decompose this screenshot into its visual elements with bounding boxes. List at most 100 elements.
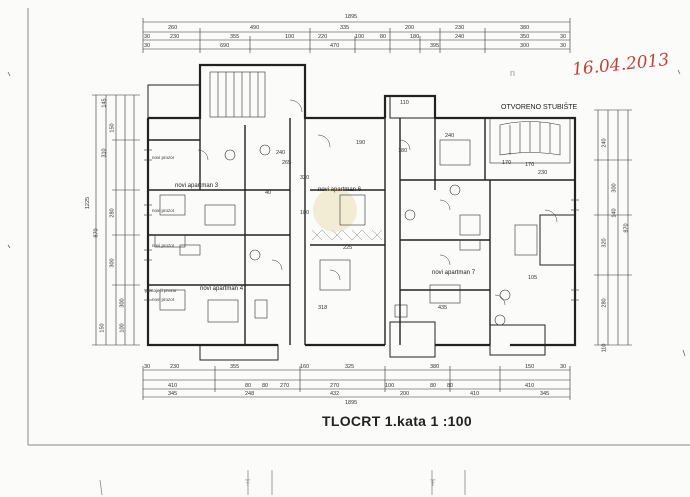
interior-walls xyxy=(148,118,575,345)
dimension-label: 180 xyxy=(398,148,408,154)
bottom-scan-marks xyxy=(99,470,466,496)
dimension-label: 110 xyxy=(601,343,608,353)
dimension-label: 230 xyxy=(170,34,180,40)
dimension-label: 870 xyxy=(623,223,630,233)
dimension-label: 300 xyxy=(119,298,126,308)
dimension-label: 80 xyxy=(447,383,454,389)
dimension-label: 200 xyxy=(400,391,410,397)
dimension-label: 150 xyxy=(109,123,116,133)
dimension-label: 490 xyxy=(250,25,260,31)
dimension-label: 380 xyxy=(430,364,440,370)
dimension-label: 325 xyxy=(345,364,355,370)
dimension-label: 30 xyxy=(144,34,151,40)
dimension-label: 150 xyxy=(99,323,106,333)
dimension-top-total: 1895 xyxy=(345,14,358,20)
apartment-7-label: novi apartman 7 xyxy=(432,270,476,276)
dimension-label: 30 xyxy=(144,43,151,49)
dimension-label: 690 xyxy=(220,43,230,49)
dimension-label: 345 xyxy=(168,391,178,397)
top-dimension-lines xyxy=(142,18,571,53)
dimension-label: 240 xyxy=(455,34,465,40)
dimension-label: 110 xyxy=(400,100,409,106)
dimension-label: 270 xyxy=(330,383,340,389)
dimension-label: 160 xyxy=(300,364,310,370)
dimension-label: 150 xyxy=(525,364,535,370)
dimension-label: 240 xyxy=(601,138,608,148)
dimension-label: 80 xyxy=(262,383,269,389)
corridor-hatching xyxy=(311,229,383,241)
open-staircase-label: OTVORENO STUBIŠTE xyxy=(501,104,578,111)
dimension-label: 335 xyxy=(340,25,350,31)
margin-ticks xyxy=(7,69,686,357)
dimension-label: 410 xyxy=(525,383,535,389)
scribble-mark: n xyxy=(510,68,516,78)
staircase-top xyxy=(209,71,266,118)
dimension-label: 345 xyxy=(540,391,550,397)
dimension-label: 248 xyxy=(245,391,255,397)
dimension-label: 432 xyxy=(330,391,340,397)
dimension-label: 350 xyxy=(520,34,530,40)
window-label: postojeći prozor xyxy=(145,288,177,293)
dimension-label: 80 xyxy=(380,34,387,40)
scribble-mark: Ŧ xyxy=(430,478,436,488)
window-label: novi prozor xyxy=(152,243,175,248)
left-dimension-lines xyxy=(92,94,140,346)
dimension-label: 100 xyxy=(300,210,310,216)
dimension-label: 280 xyxy=(601,298,608,308)
dimension-label: 240 xyxy=(276,150,286,156)
dimension-label: 318 xyxy=(318,305,328,311)
dimension-label: 225 xyxy=(343,245,353,251)
dimension-label: 180 xyxy=(410,34,420,40)
dimension-label: 265 xyxy=(282,160,292,166)
apartment-3-label: novi apartman 3 xyxy=(175,183,219,189)
dimension-label: 80 xyxy=(430,383,437,389)
dimension-label: 355 xyxy=(230,34,240,40)
bottom-dimension-lines xyxy=(142,366,571,400)
dimension-left-total: 1225 xyxy=(85,196,92,210)
dimension-label: 30 xyxy=(560,43,567,49)
dimension-label: 140 xyxy=(611,208,618,218)
dimension-label: 100 xyxy=(119,323,126,333)
dimension-label: 435 xyxy=(438,305,448,311)
dimension-label: 80 xyxy=(245,383,252,389)
window-label: novi prozor xyxy=(152,208,175,213)
dimension-label: 230 xyxy=(455,25,465,31)
dimension-label: 105 xyxy=(528,275,538,281)
dimension-label: 270 xyxy=(280,383,290,389)
window-label: novi prozor xyxy=(152,297,175,302)
dimension-label: 320 xyxy=(300,175,310,181)
dimension-label: 170 xyxy=(525,162,535,168)
dimension-label: 190 xyxy=(356,140,366,146)
window-label: novi prozor xyxy=(152,155,175,160)
furniture xyxy=(154,139,538,326)
dimension-label: 260 xyxy=(168,25,178,31)
dimension-label: 320 xyxy=(601,238,608,248)
apartment-6-label: novi apartman 6 xyxy=(318,187,362,193)
dimension-label: 355 xyxy=(230,364,240,370)
dimension-label: 220 xyxy=(318,34,328,40)
dimension-label: 100 xyxy=(285,34,295,40)
windows xyxy=(144,149,579,301)
dimension-label: 100 xyxy=(355,34,365,40)
dimension-label: 30 xyxy=(144,364,151,370)
dimension-label: 280 xyxy=(109,208,116,218)
dimension-label: 240 xyxy=(445,133,455,139)
scribble-mark: Ŧ xyxy=(245,478,251,488)
dimension-bottom-total: 1895 xyxy=(345,400,358,406)
open-staircase xyxy=(489,117,571,164)
watermark-mark xyxy=(313,188,357,232)
dimension-label: 300 xyxy=(520,43,530,49)
door-swings xyxy=(197,99,558,306)
dimension-label: 230 xyxy=(170,364,180,370)
dimension-label: 145 xyxy=(101,98,108,108)
dimension-label: 30 xyxy=(560,34,567,40)
dimension-label: 410 xyxy=(168,383,178,389)
dimension-label: 300 xyxy=(109,258,116,268)
drawing-title: TLOCRT 1.kata 1 :100 xyxy=(322,413,472,429)
right-dimension-lines xyxy=(594,109,632,346)
dimension-label: 410 xyxy=(470,391,480,397)
dimension-label: 470 xyxy=(330,43,340,49)
dimension-label: 170 xyxy=(502,160,512,166)
